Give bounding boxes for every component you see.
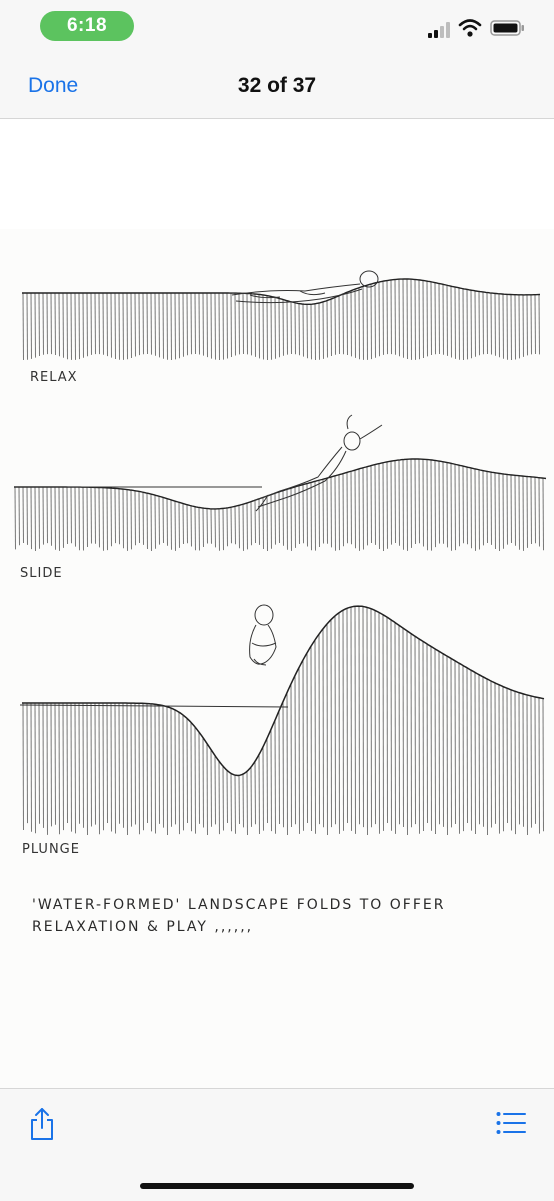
plunge-hatching bbox=[23, 606, 543, 835]
slide-hatching bbox=[15, 459, 543, 551]
wifi-icon bbox=[458, 18, 482, 38]
relax-label: RELAX bbox=[30, 370, 78, 385]
list-icon[interactable] bbox=[496, 1111, 526, 1135]
bottom-toolbar bbox=[0, 1088, 554, 1201]
signal-icon bbox=[428, 22, 452, 38]
slide-terrain-outline bbox=[14, 459, 546, 509]
time-text: 6:18 bbox=[67, 15, 107, 37]
relax-terrain-outline bbox=[22, 279, 540, 304]
page-counter-title: 32 of 37 bbox=[0, 74, 554, 98]
home-indicator[interactable] bbox=[140, 1183, 414, 1189]
relax-figure bbox=[232, 271, 378, 303]
status-bar: 6:18 bbox=[0, 0, 554, 52]
share-icon[interactable] bbox=[28, 1107, 56, 1141]
slide-figure bbox=[252, 415, 382, 511]
sketch-drawing: RELAX SLIDE PLUNGE 'WATER-FORMED' LANDSC… bbox=[0, 229, 554, 1089]
plunge-water-line bbox=[20, 705, 288, 707]
sketch-note-line1: 'WATER-FORMED' LANDSCAPE FOLDS TO OFFER bbox=[32, 897, 445, 913]
image-viewer[interactable]: RELAX SLIDE PLUNGE 'WATER-FORMED' LANDSC… bbox=[0, 119, 554, 1087]
sketch-note-line2: RELAXATION & PLAY ,,,,,, bbox=[32, 919, 253, 935]
navigation-bar: Done 32 of 37 bbox=[0, 52, 554, 119]
relax-hatching bbox=[23, 279, 539, 360]
time-indicator[interactable]: 6:18 bbox=[40, 11, 134, 41]
battery-icon bbox=[490, 20, 526, 36]
sketch-image: RELAX SLIDE PLUNGE 'WATER-FORMED' LANDSC… bbox=[0, 229, 554, 1089]
plunge-label: PLUNGE bbox=[22, 842, 80, 857]
slide-label: SLIDE bbox=[20, 566, 63, 581]
plunge-figure bbox=[250, 605, 276, 665]
